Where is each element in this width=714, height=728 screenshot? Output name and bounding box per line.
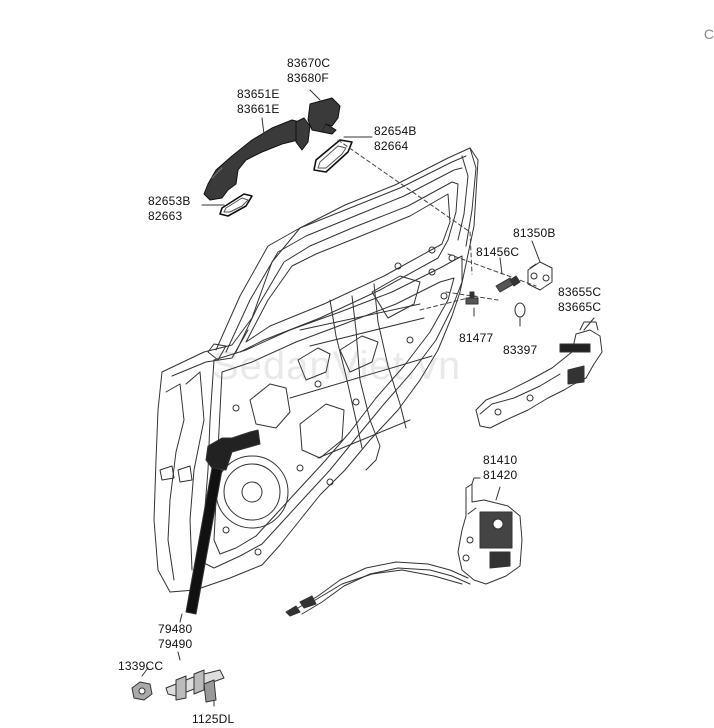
door-checker: [185, 429, 261, 615]
screw-81456c: [495, 275, 521, 293]
corner-mark: C: [703, 26, 714, 42]
label-81456c: 81456C: [476, 245, 520, 259]
label-81350b: 81350B: [513, 226, 556, 240]
label-83397: 83397: [503, 343, 538, 357]
handle-cover: [307, 97, 341, 135]
door-latch: [457, 477, 523, 585]
gasket-rear: [219, 193, 253, 217]
striker: [527, 261, 553, 291]
window-frame: [215, 147, 477, 353]
label-81477: 81477: [459, 331, 494, 345]
bolt-81477: [465, 291, 479, 305]
label-1339cc: 1339CC: [118, 659, 164, 673]
plug-83397: [514, 302, 526, 318]
dashed-leaders: [337, 139, 537, 311]
nut-1339cc: [131, 681, 153, 701]
outside-handle: [203, 117, 311, 201]
door-shell: [153, 147, 479, 593]
checker-bottom: [165, 669, 225, 703]
watermark: SedanViet.vn: [212, 344, 462, 388]
latch-cables: [285, 561, 471, 617]
inside-handle: [475, 321, 603, 429]
callout-leaders: [141, 89, 595, 707]
gasket-front: [313, 139, 353, 173]
label-1125dl: 1125DL: [192, 712, 235, 726]
